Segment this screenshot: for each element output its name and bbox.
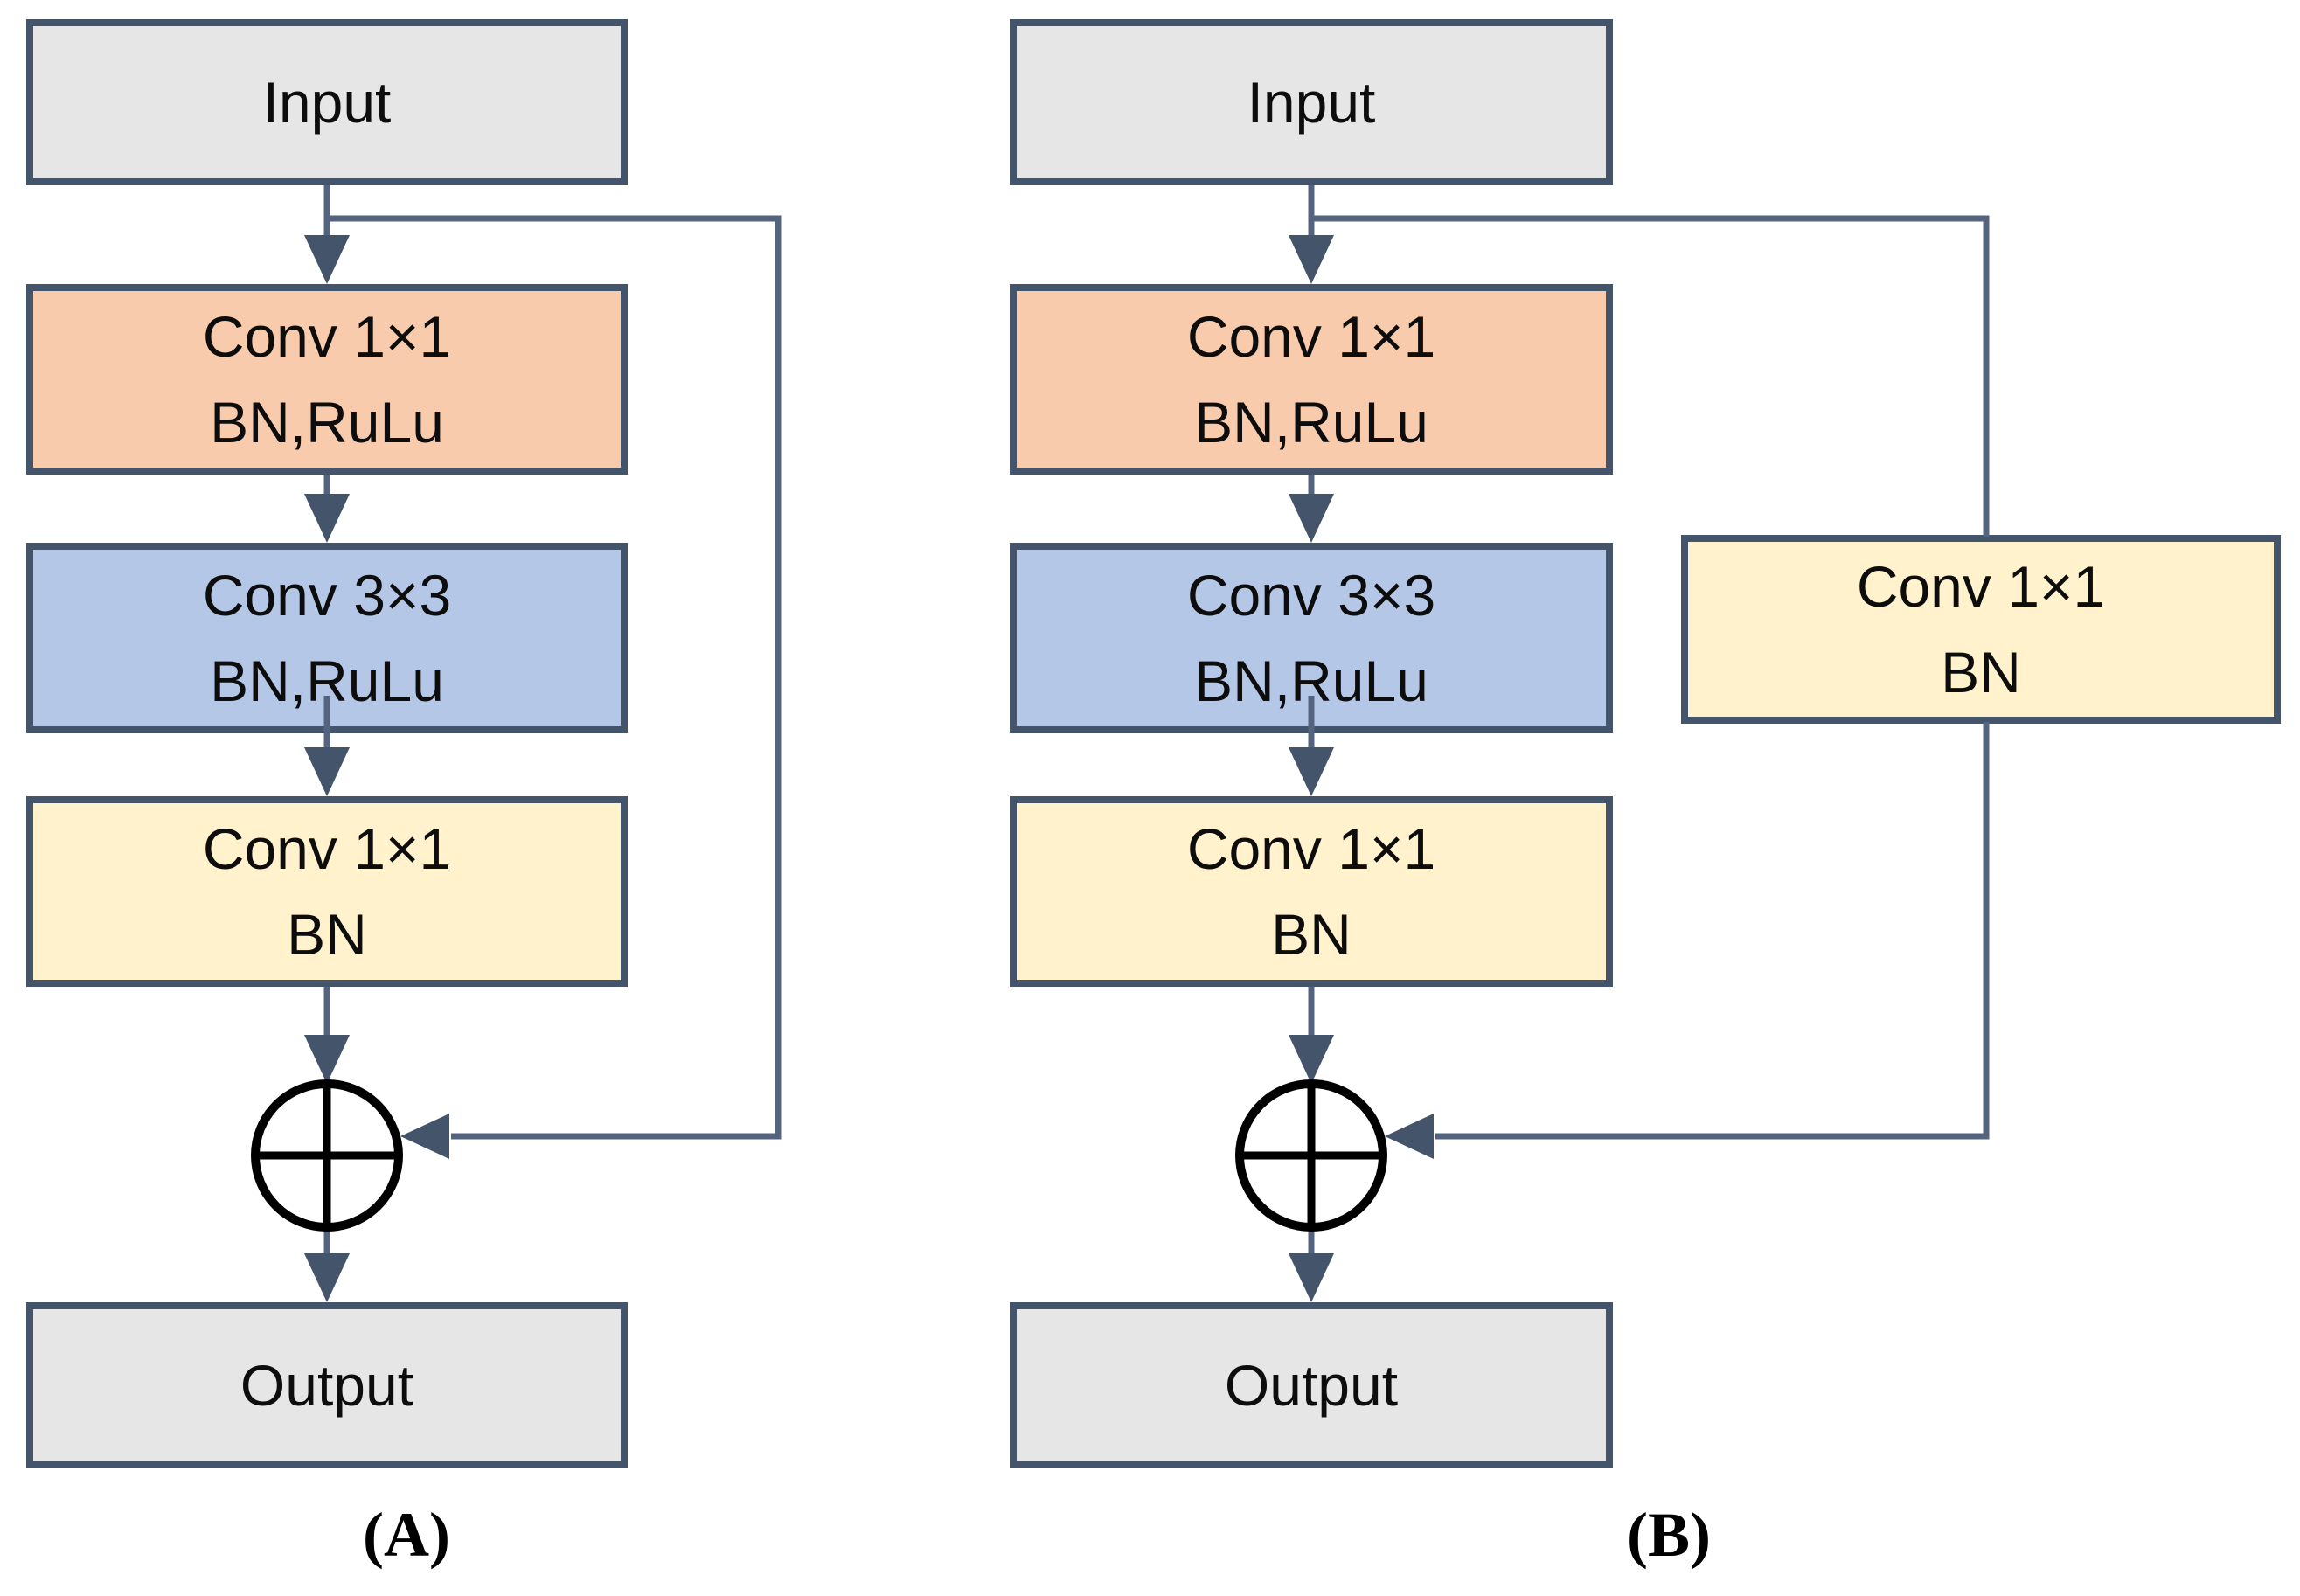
arrowhead-down-icon: [304, 1253, 350, 1302]
arrowhead-down-icon: [1289, 1035, 1334, 1084]
output-label-a: Output: [240, 1353, 414, 1418]
add-circle: [251, 1079, 403, 1232]
arrowhead-down-icon: [1289, 235, 1334, 284]
conv1x1-relu-box-b: Conv 1×1 BN,RuLu: [1010, 284, 1613, 475]
arrowhead-down-icon: [304, 235, 350, 284]
conv-label-line1: Conv 1×1: [1186, 816, 1436, 881]
caption-a: (A): [363, 1500, 450, 1570]
add-operator-icon-b: [1235, 1079, 1387, 1232]
arrowhead-down-icon: [1289, 494, 1334, 543]
conv1x1-relu-box-a: Conv 1×1 BN,RuLu: [26, 284, 628, 475]
output-box-b: Output: [1010, 1302, 1613, 1468]
conv-label-line2: BN: [1941, 640, 2021, 704]
conv-label-line2: BN,RuLu: [210, 649, 444, 713]
arrowhead-down-icon: [1289, 1253, 1334, 1302]
conv-label-line2: BN: [287, 902, 367, 967]
arrowhead-left-icon: [400, 1114, 449, 1159]
conv-label-line2: BN,RuLu: [1194, 390, 1428, 455]
conv-label-line1: Conv 1×1: [1856, 554, 2106, 619]
arrowhead-down-icon: [304, 747, 350, 796]
add-circle: [1235, 1079, 1387, 1232]
conv-label-line2: BN,RuLu: [210, 390, 444, 455]
add-operator-icon-a: [251, 1079, 403, 1232]
input-label-a: Input: [262, 70, 392, 135]
input-box-b: Input: [1010, 19, 1613, 185]
conv-label-line1: Conv 1×1: [202, 304, 452, 369]
arrowhead-down-icon: [1289, 747, 1334, 796]
conv-label-line1: Conv 3×3: [202, 563, 452, 628]
conv1x1-bn-box-a: Conv 1×1 BN: [26, 796, 628, 987]
input-label-b: Input: [1247, 70, 1376, 135]
conv1x1-bn-box-b: Conv 1×1 BN: [1010, 796, 1613, 987]
conv-label-line2: BN,RuLu: [1194, 649, 1428, 713]
arrowhead-down-icon: [304, 494, 350, 543]
output-label-b: Output: [1224, 1353, 1399, 1418]
caption-b: (B): [1627, 1500, 1711, 1570]
conv-label-line1: Conv 1×1: [202, 816, 452, 881]
output-box-a: Output: [26, 1302, 628, 1468]
arrowhead-left-icon: [1385, 1114, 1434, 1159]
conv3x3-relu-box-b: Conv 3×3 BN,RuLu: [1010, 543, 1613, 733]
conv-label-line1: Conv 1×1: [1186, 304, 1436, 369]
shortcut-conv1x1-bn-box-b: Conv 1×1 BN: [1681, 535, 2281, 724]
conv3x3-relu-box-a: Conv 3×3 BN,RuLu: [26, 543, 628, 733]
input-box-a: Input: [26, 19, 628, 185]
arrowhead-down-icon: [304, 1035, 350, 1084]
conv-label-line2: BN: [1271, 902, 1352, 967]
conv-label-line1: Conv 3×3: [1186, 563, 1436, 628]
